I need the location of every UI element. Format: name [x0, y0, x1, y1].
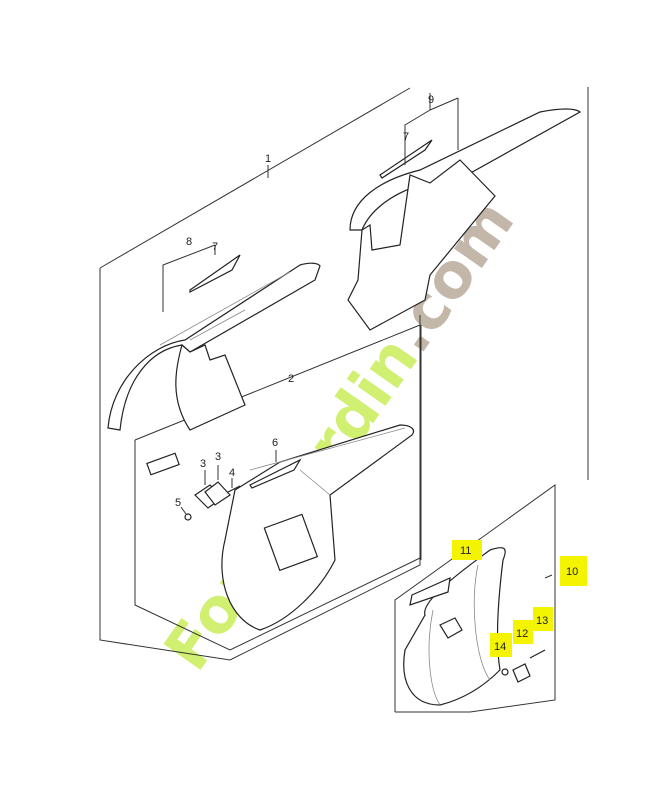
label-1: 1 — [265, 153, 271, 165]
label-10: 10 — [566, 566, 578, 578]
label-5: 5 — [175, 497, 181, 509]
label-6: 6 — [272, 437, 278, 449]
label-11: 11 — [460, 545, 471, 557]
label-highlight-10 — [560, 556, 587, 586]
label-14: 14 — [494, 641, 506, 653]
part-10-guard — [403, 547, 553, 706]
part-2-guard — [221, 424, 415, 631]
label-7b: 7 — [403, 131, 409, 143]
label-4: 4 — [229, 467, 235, 479]
label-3b: 3 — [215, 451, 221, 463]
label-7a: 7 — [212, 241, 218, 253]
part-labels: 1 2 3 3 4 5 6 7 7 8 9 10 11 12 13 14 — [175, 94, 587, 657]
label-3a: 3 — [200, 458, 206, 470]
label-highlight-11 — [452, 540, 482, 560]
assembly-box-1 — [99, 87, 589, 661]
label-12: 12 — [516, 628, 528, 640]
label-8: 8 — [186, 236, 192, 248]
assembly-box-2 — [134, 324, 422, 651]
label-2: 2 — [288, 373, 294, 385]
part-9-cover — [347, 93, 582, 331]
label-highlight-14 — [490, 633, 512, 657]
label-highlight-13 — [533, 607, 553, 631]
label-13: 13 — [536, 615, 548, 627]
label-highlight-12 — [513, 620, 533, 644]
label-9: 9 — [428, 94, 434, 106]
assembly-box-10 — [394, 484, 556, 713]
small-parts-3-4-5 — [146, 452, 241, 521]
part-8-cover — [107, 244, 321, 431]
